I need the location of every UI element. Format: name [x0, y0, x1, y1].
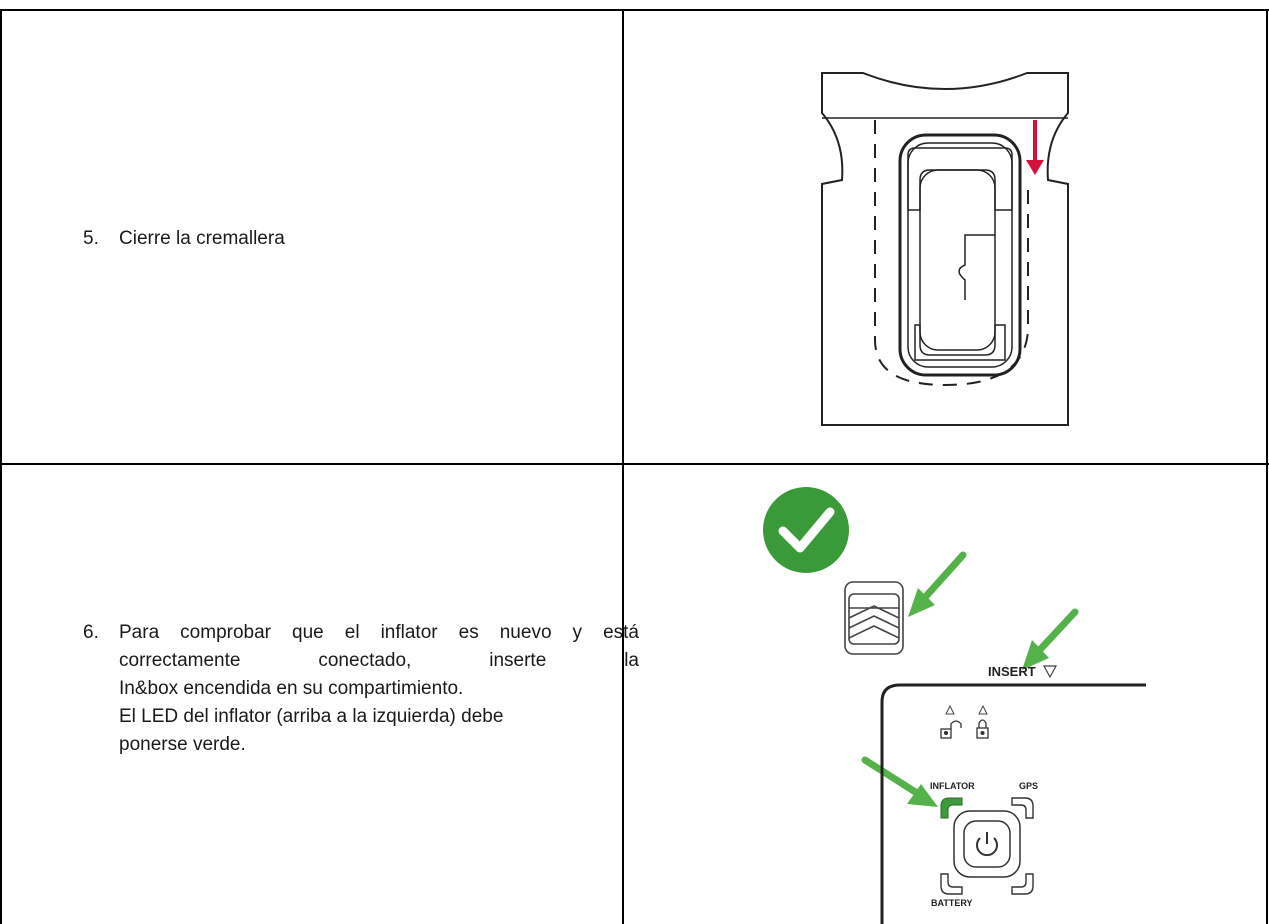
zipper-dashed-path [874, 120, 1029, 387]
lock-closed-icon [976, 719, 989, 739]
table-border-mid [0, 463, 1269, 465]
device-body [919, 169, 996, 351]
inflator-label: INFLATOR [930, 781, 975, 791]
device-clip-top [907, 147, 1013, 211]
step-5-text: 5. Cierre la cremallera [83, 225, 285, 253]
step-6-line-1: In&box encendida en su compartimiento. [119, 678, 464, 699]
vest-outline [821, 72, 1069, 426]
pocket-outer [898, 133, 1022, 377]
checkmark-icon [763, 487, 849, 573]
step-6-text: 6. Para comprobar que el inflator es nue… [83, 619, 643, 759]
pocket-inner [907, 142, 1013, 368]
green-arrow-2 [1022, 608, 1079, 670]
inflator-led [940, 797, 963, 819]
small-device [844, 581, 904, 655]
table-border-left [0, 9, 2, 924]
step-5-instruction: Cierre la cremallera [119, 228, 285, 249]
inbox-check-illustration: INSERT INFLATOR GPS BATTERY [763, 487, 1146, 924]
step-6-paragraph: Para comprobar que el inflator es nuevo … [119, 622, 639, 671]
table-border-top [0, 9, 1269, 11]
table-border-right [1266, 9, 1268, 924]
step-5-number: 5. [83, 228, 99, 249]
insert-triangle-icon [1042, 665, 1058, 679]
gps-led [1011, 797, 1034, 819]
power-icon [976, 832, 998, 857]
battery-led [940, 873, 963, 895]
step-6-line-3: ponerse verde. [119, 734, 246, 755]
vest-zipper-illustration [821, 72, 1069, 426]
step-6-line-2: El LED del inflator (arriba a la izquier… [119, 706, 504, 727]
lock-open-icon [940, 720, 962, 739]
battery-label: BATTERY [931, 898, 973, 908]
green-arrow-1 [908, 551, 967, 617]
corner-led-br [1011, 873, 1034, 895]
step-6-number: 6. [83, 622, 99, 643]
device-panel [880, 683, 1146, 924]
gps-label: GPS [1019, 781, 1038, 791]
device-notch [958, 234, 995, 300]
insert-label: INSERT [988, 664, 1036, 679]
green-arrow-3 [861, 756, 938, 807]
step-6-instruction: Para comprobar que el inflator es nuevo … [119, 619, 639, 759]
table-border-divider [622, 9, 624, 924]
arrow-down-icon [1026, 120, 1044, 175]
device-clip-bottom [914, 324, 1006, 361]
power-button [953, 810, 1021, 878]
